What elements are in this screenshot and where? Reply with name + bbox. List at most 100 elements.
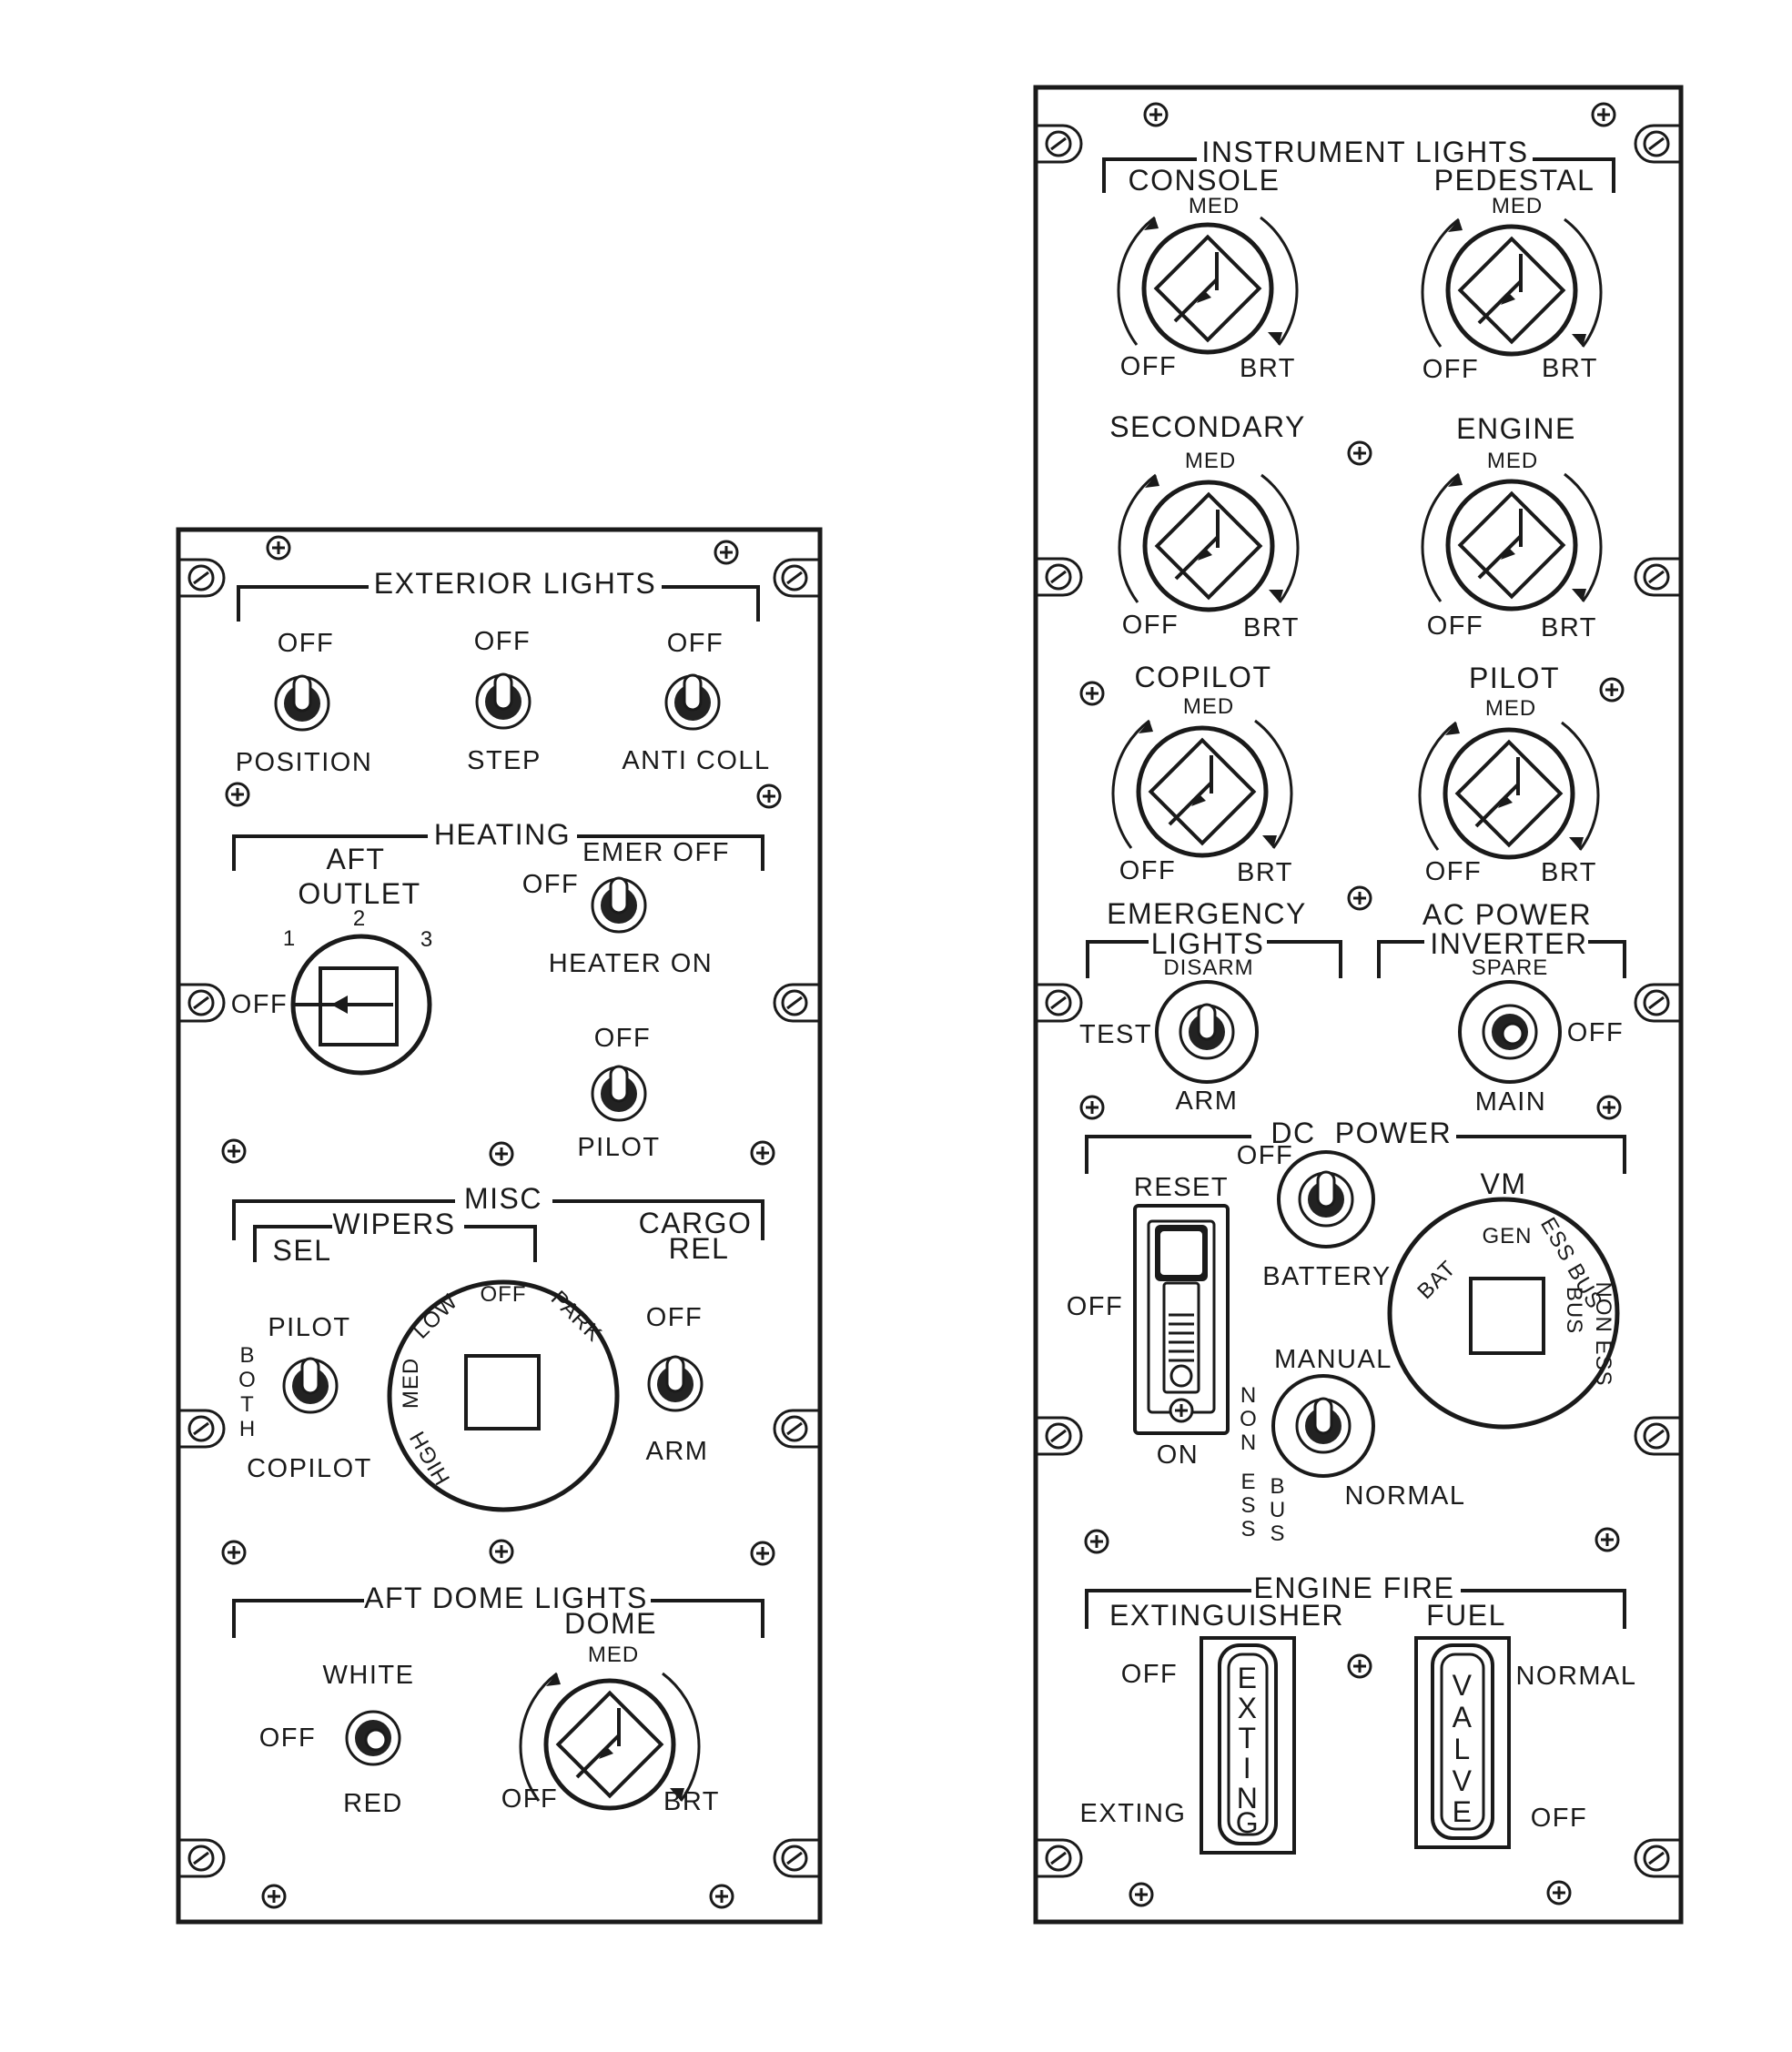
corner-tab (1634, 1838, 1681, 1878)
emergency-disarm-label: DISARM (1163, 955, 1253, 980)
corner-tab (178, 983, 226, 1023)
wipers-rotary-knob[interactable] (387, 1279, 620, 1512)
cargo-rel-toggle-switch[interactable] (647, 1355, 704, 1412)
exting-cap-e: E (1238, 1662, 1259, 1694)
screw (1595, 1527, 1620, 1552)
wipers-off-label: OFF (481, 1282, 527, 1307)
screw (1347, 440, 1372, 466)
engine-fire-section: ENGINE FIRE EXTINGUISHER FUEL OFF EXTING… (1080, 1572, 1635, 1855)
reset-lever-switch[interactable] (1133, 1204, 1230, 1435)
corner-tab (178, 1838, 226, 1878)
step-off-label: OFF (474, 627, 532, 656)
wipers-pilot-label: PILOT (268, 1313, 350, 1342)
aft-dome-lights-title: AFT DOME LIGHTS (364, 1582, 648, 1614)
ac-power-label-2: INVERTER (1430, 927, 1587, 960)
battery-off-label: OFF (1237, 1141, 1294, 1170)
screw (221, 1138, 247, 1164)
aft-outlet-label-2: OUTLET (298, 877, 420, 910)
battery-label: BATTERY (1262, 1262, 1392, 1291)
fuel-valve-switch[interactable] (1414, 1636, 1511, 1849)
reset-off-label: OFF (1067, 1292, 1124, 1321)
secondary-off-label: OFF (1122, 611, 1179, 640)
instrument-lights-title: INSTRUMENT LIGHTS (1201, 136, 1528, 168)
screw (221, 1540, 247, 1565)
inverter-off-label: OFF (1567, 1018, 1625, 1047)
dc-power-title-power: POWER (1335, 1117, 1452, 1149)
aft-outlet-off-label: OFF (231, 990, 289, 1019)
pilot-med-label: MED (1485, 696, 1536, 721)
screw (1347, 1653, 1372, 1679)
cargo-rel-label-1: CARGO (639, 1207, 753, 1239)
wipers-sel-toggle-switch[interactable] (282, 1357, 339, 1414)
corner-tab (773, 983, 820, 1023)
non-ess-bus-toggle-switch[interactable] (1271, 1374, 1375, 1478)
bus-letter-b: B (1270, 1474, 1285, 1499)
ess-letter-s: S (1240, 1493, 1256, 1518)
pilot-label: PILOT (1469, 662, 1560, 694)
exting-cap-g: G (1236, 1806, 1260, 1839)
voltmeter-selector-knob[interactable] (1387, 1197, 1620, 1430)
pilot-heat-toggle-switch[interactable] (591, 1065, 647, 1122)
screw (1079, 681, 1105, 706)
engine-med-label: MED (1487, 449, 1538, 473)
pilot-heat-label: PILOT (577, 1133, 660, 1162)
pedestal-label: PEDESTAL (1434, 164, 1595, 197)
exting-cap-n: N (1237, 1782, 1260, 1814)
heating-section: HEATING AFT OUTLET 1 2 3 OFF EMER OFF OF… (231, 818, 764, 1162)
valve-cap-e: E (1453, 1795, 1473, 1828)
non-ess-manual-label: MANUAL (1274, 1345, 1392, 1374)
corner-tab (178, 558, 226, 598)
emergency-lights-label-1: EMERGENCY (1107, 897, 1307, 930)
battery-toggle-switch[interactable] (1277, 1150, 1375, 1248)
dc-power-title-dc: DC (1271, 1117, 1315, 1149)
console-med-label: MED (1189, 194, 1240, 218)
cargo-rel-label-2: REL (669, 1232, 730, 1265)
corner-tab (773, 1409, 820, 1449)
aft-outlet-label-1: AFT (327, 843, 386, 875)
heater-toggle-switch[interactable] (591, 876, 647, 934)
aft-outlet-rotary-knob[interactable] (290, 934, 432, 1076)
heating-title: HEATING (434, 818, 571, 851)
screw (756, 783, 782, 809)
aft-dome-lights-section: AFT DOME LIGHTS WHITE OFF RED DOME MED O… (232, 1582, 764, 1818)
anti-coll-label: ANTI COLL (622, 746, 770, 775)
inverter-toggle-switch[interactable] (1458, 980, 1562, 1084)
screw (1143, 102, 1169, 127)
extinguisher-switch[interactable] (1200, 1636, 1296, 1855)
dome-knob-off-label: OFF (501, 1784, 559, 1814)
exting-cap-i: I (1243, 1752, 1252, 1784)
engine-off-label: OFF (1427, 612, 1484, 641)
console-brt-label: BRT (1240, 354, 1296, 383)
engine-brt-label: BRT (1541, 613, 1597, 642)
corner-tab (1634, 1416, 1681, 1456)
step-label: STEP (467, 746, 542, 775)
screw (261, 1884, 287, 1909)
cargo-rel-off-label: OFF (646, 1303, 704, 1332)
dome-color-toggle-switch[interactable] (345, 1710, 401, 1766)
inverter-spare-label: SPARE (1472, 955, 1549, 980)
corner-tab (1036, 1838, 1083, 1878)
extinguisher-off-label: OFF (1121, 1660, 1179, 1689)
pilot-brt-label: BRT (1541, 858, 1597, 887)
emergency-lights-toggle-switch[interactable] (1155, 980, 1259, 1084)
wipers-copilot-label: COPILOT (247, 1454, 372, 1483)
step-toggle-switch[interactable] (475, 672, 532, 730)
aft-outlet-pos-3: 3 (420, 927, 433, 952)
screw (1347, 885, 1372, 911)
wipers-both-h: H (239, 1417, 256, 1441)
corner-tab (178, 1409, 226, 1449)
position-toggle-switch[interactable] (274, 674, 330, 732)
screw (750, 1541, 775, 1566)
extinguisher-title: EXTINGUISHER (1109, 1599, 1344, 1632)
screw (1596, 1095, 1622, 1120)
non-letter-o: O (1240, 1407, 1258, 1431)
position-off-label: OFF (278, 629, 335, 658)
bus-letter-u: U (1270, 1498, 1286, 1522)
reset-on-label: ON (1157, 1440, 1200, 1470)
emergency-lights-label-2: LIGHTS (1151, 927, 1265, 960)
console-label: CONSOLE (1129, 164, 1281, 197)
vm-gen-label: GEN (1482, 1224, 1532, 1248)
screw (709, 1884, 734, 1909)
wipers-sel-label: SEL (273, 1234, 332, 1267)
anti-coll-toggle-switch[interactable] (664, 673, 721, 731)
